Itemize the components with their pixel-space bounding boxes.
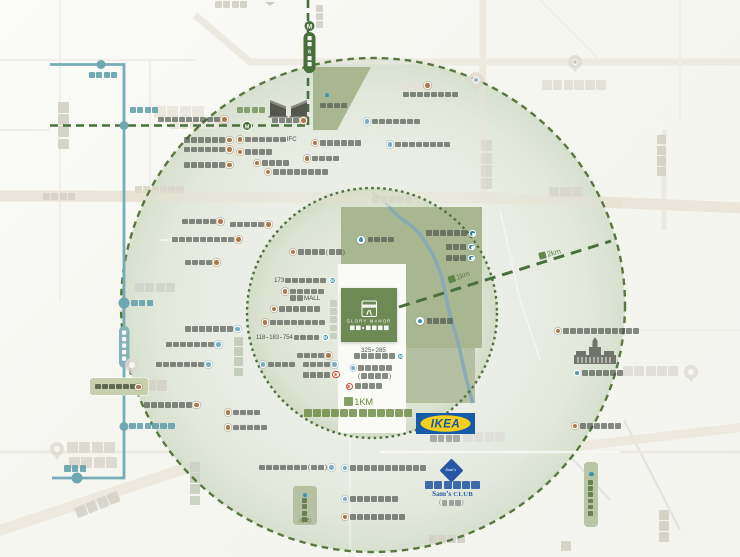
svg-text:M: M (307, 23, 312, 30)
svg-text:M: M (245, 125, 250, 131)
svg-text:6: 6 (308, 50, 312, 56)
svg-text:GLORY MANOR: GLORY MANOR (347, 319, 392, 324)
svg-text:IKEA: IKEA (431, 419, 460, 431)
